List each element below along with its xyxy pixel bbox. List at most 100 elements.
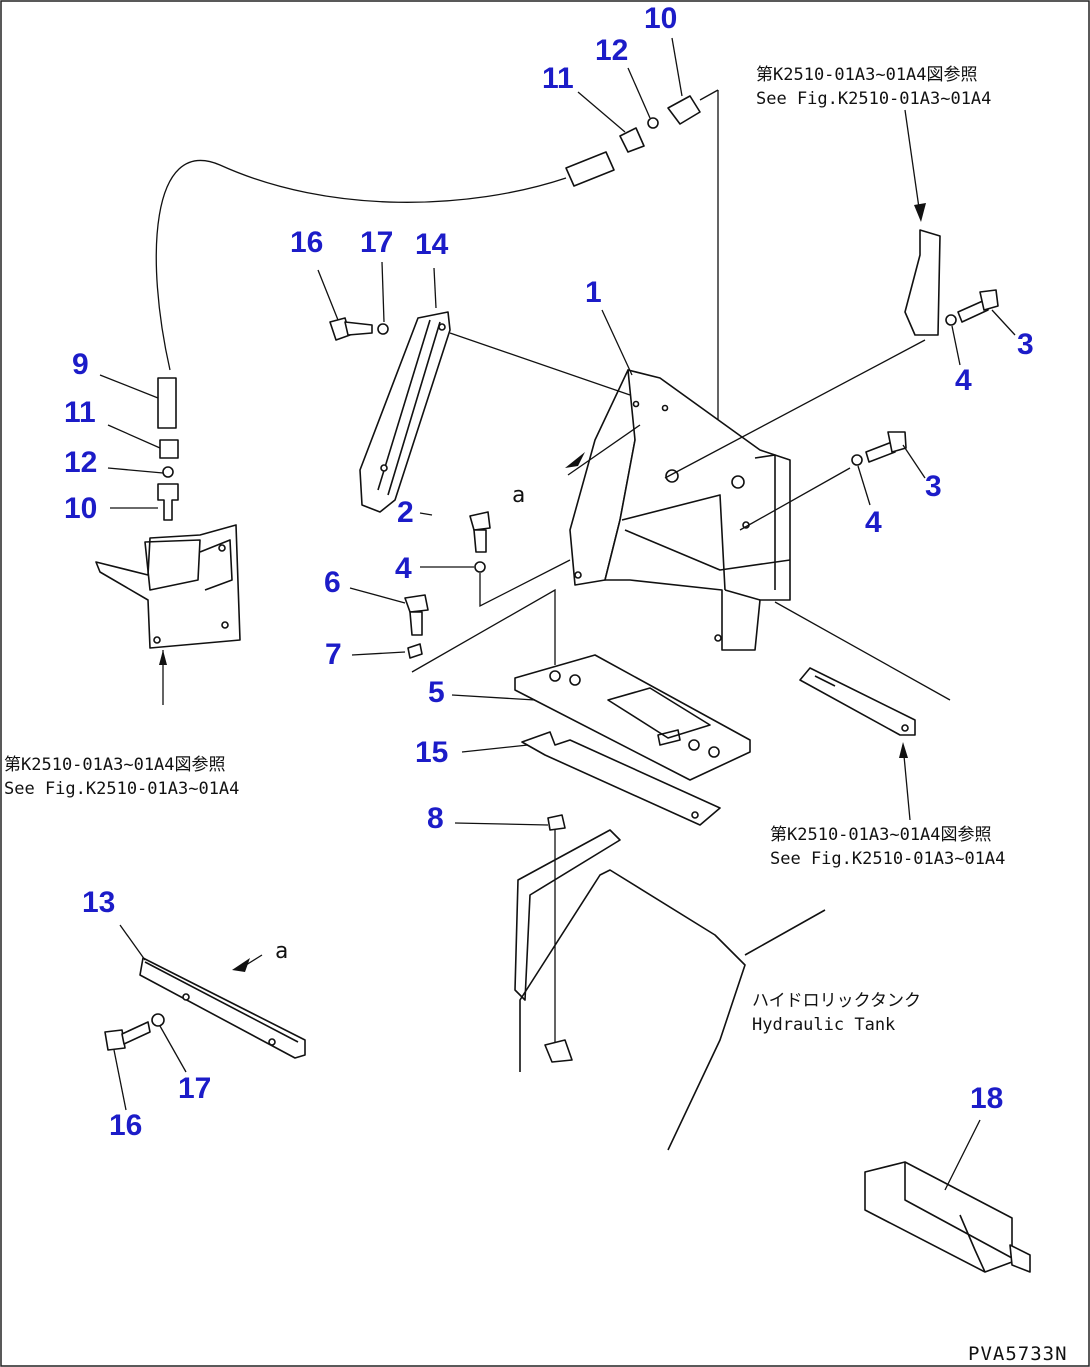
plate-5	[514, 654, 751, 781]
callout-3-upper: 3	[1017, 328, 1034, 361]
leader	[113, 1049, 127, 1111]
left-mount-plate	[95, 524, 241, 705]
console-foot	[724, 589, 761, 601]
ref-line-6	[411, 588, 556, 673]
tube-edge	[904, 1162, 1013, 1259]
ref-line-3-lower	[739, 467, 851, 531]
clamp-8-bottom	[544, 1039, 573, 1063]
leader	[419, 512, 433, 516]
callout-7: 7	[325, 638, 342, 671]
arrow-a2-head	[232, 958, 250, 972]
fitting-10-top	[667, 95, 701, 125]
hole	[221, 621, 229, 629]
console-box	[604, 369, 791, 651]
bolt-16-bottom	[104, 1013, 165, 1051]
callout-10-bottom: 10	[64, 492, 97, 525]
callout-17-bottom: 17	[178, 1072, 211, 1105]
callout-8: 8	[427, 802, 444, 835]
ref-jp: 第K2510-01A3~01A4図参照	[756, 65, 978, 85]
reference-left: 第K2510-01A3~01A4図参照 See Fig.K2510-01A3~0…	[4, 755, 239, 799]
drawing-code: PVA5733N	[968, 1343, 1068, 1365]
console-1	[569, 369, 791, 651]
hole	[182, 993, 190, 1001]
callout-11-bottom: 11	[64, 396, 96, 429]
gasket-body	[521, 731, 721, 826]
right-bracket	[664, 109, 999, 531]
view-letter-a-2: a	[275, 939, 288, 964]
console-inner	[621, 494, 726, 591]
small-fasteners	[404, 424, 641, 673]
ref-line-4-mid	[479, 559, 571, 608]
callout-3-lower: 3	[925, 470, 942, 503]
callout-16-bottom: 16	[109, 1109, 142, 1142]
leader	[433, 267, 437, 309]
plate-window	[607, 687, 711, 739]
ref-arrow-left	[159, 650, 167, 665]
right-rail	[774, 601, 951, 821]
bar-13	[139, 954, 306, 1059]
leader	[857, 465, 871, 506]
cover-14	[359, 311, 631, 513]
hole	[691, 811, 699, 819]
bolt-6-shank	[409, 611, 423, 636]
hole	[380, 464, 388, 472]
leader	[107, 467, 164, 474]
tank-outline	[519, 869, 746, 1151]
callout-4-mid: 4	[395, 552, 412, 585]
bolt-2-head	[469, 511, 491, 531]
ref-jp: 第K2510-01A3~01A4図参照	[4, 755, 226, 775]
bar-edge	[144, 961, 299, 1043]
tube-fitting	[1009, 1244, 1031, 1273]
callout-10-top: 10	[644, 2, 677, 35]
hole	[574, 571, 582, 579]
bolt-shank	[121, 1021, 151, 1045]
ref-en: See Fig.K2510-01A3~01A4	[770, 849, 1005, 869]
hose-line	[155, 159, 567, 371]
ref-line-rail-top	[774, 601, 951, 701]
bolt-3-upper-head	[979, 289, 999, 311]
leader	[159, 1025, 187, 1073]
tube-clip	[959, 1214, 986, 1273]
console-rail	[754, 454, 776, 590]
hole	[218, 544, 226, 552]
callout-numbers: 10 12 11 16 17 14 1 3 4 9 11 12 10 2 4 3…	[64, 2, 1034, 1142]
leader	[119, 924, 146, 961]
ref-line-3-upper	[664, 339, 926, 479]
reference-bottom-right: 第K2510-01A3~01A4図参照 See Fig.K2510-01A3~0…	[770, 825, 1005, 869]
hydraulic-tank	[514, 814, 826, 1151]
clamp-8	[547, 814, 566, 831]
leader	[577, 91, 626, 133]
bolt-3-lower-shank	[865, 441, 896, 463]
callout-14: 14	[415, 228, 449, 261]
view-letter-a: a	[512, 483, 525, 508]
hose-end-bottom	[157, 377, 177, 429]
ref-arrow-right	[914, 203, 926, 222]
bracket-plate	[904, 229, 941, 336]
ref-line-right	[904, 109, 921, 216]
leader	[671, 37, 683, 97]
fitting-10-top-stub	[699, 89, 719, 101]
part-18	[864, 1161, 1031, 1273]
hole	[731, 475, 745, 489]
leader	[951, 325, 961, 366]
bolt-head	[104, 1029, 126, 1051]
hole	[268, 1038, 276, 1046]
leader	[349, 587, 406, 604]
nut-11-bottom	[159, 439, 179, 459]
leader	[944, 1119, 981, 1191]
nut-11-top	[619, 127, 645, 153]
cover-edge-2	[387, 321, 441, 496]
hole	[549, 670, 561, 682]
ref-line-14	[449, 332, 631, 396]
bolt-6-head	[404, 594, 429, 613]
leader	[601, 309, 633, 376]
arrow-a-line	[567, 424, 641, 476]
leader-lines	[99, 37, 1016, 1191]
console-inner-2	[624, 529, 791, 571]
ref-en: See Fig.K2510-01A3~01A4	[4, 779, 239, 799]
nut-7	[407, 643, 423, 659]
callout-15: 15	[415, 736, 448, 769]
